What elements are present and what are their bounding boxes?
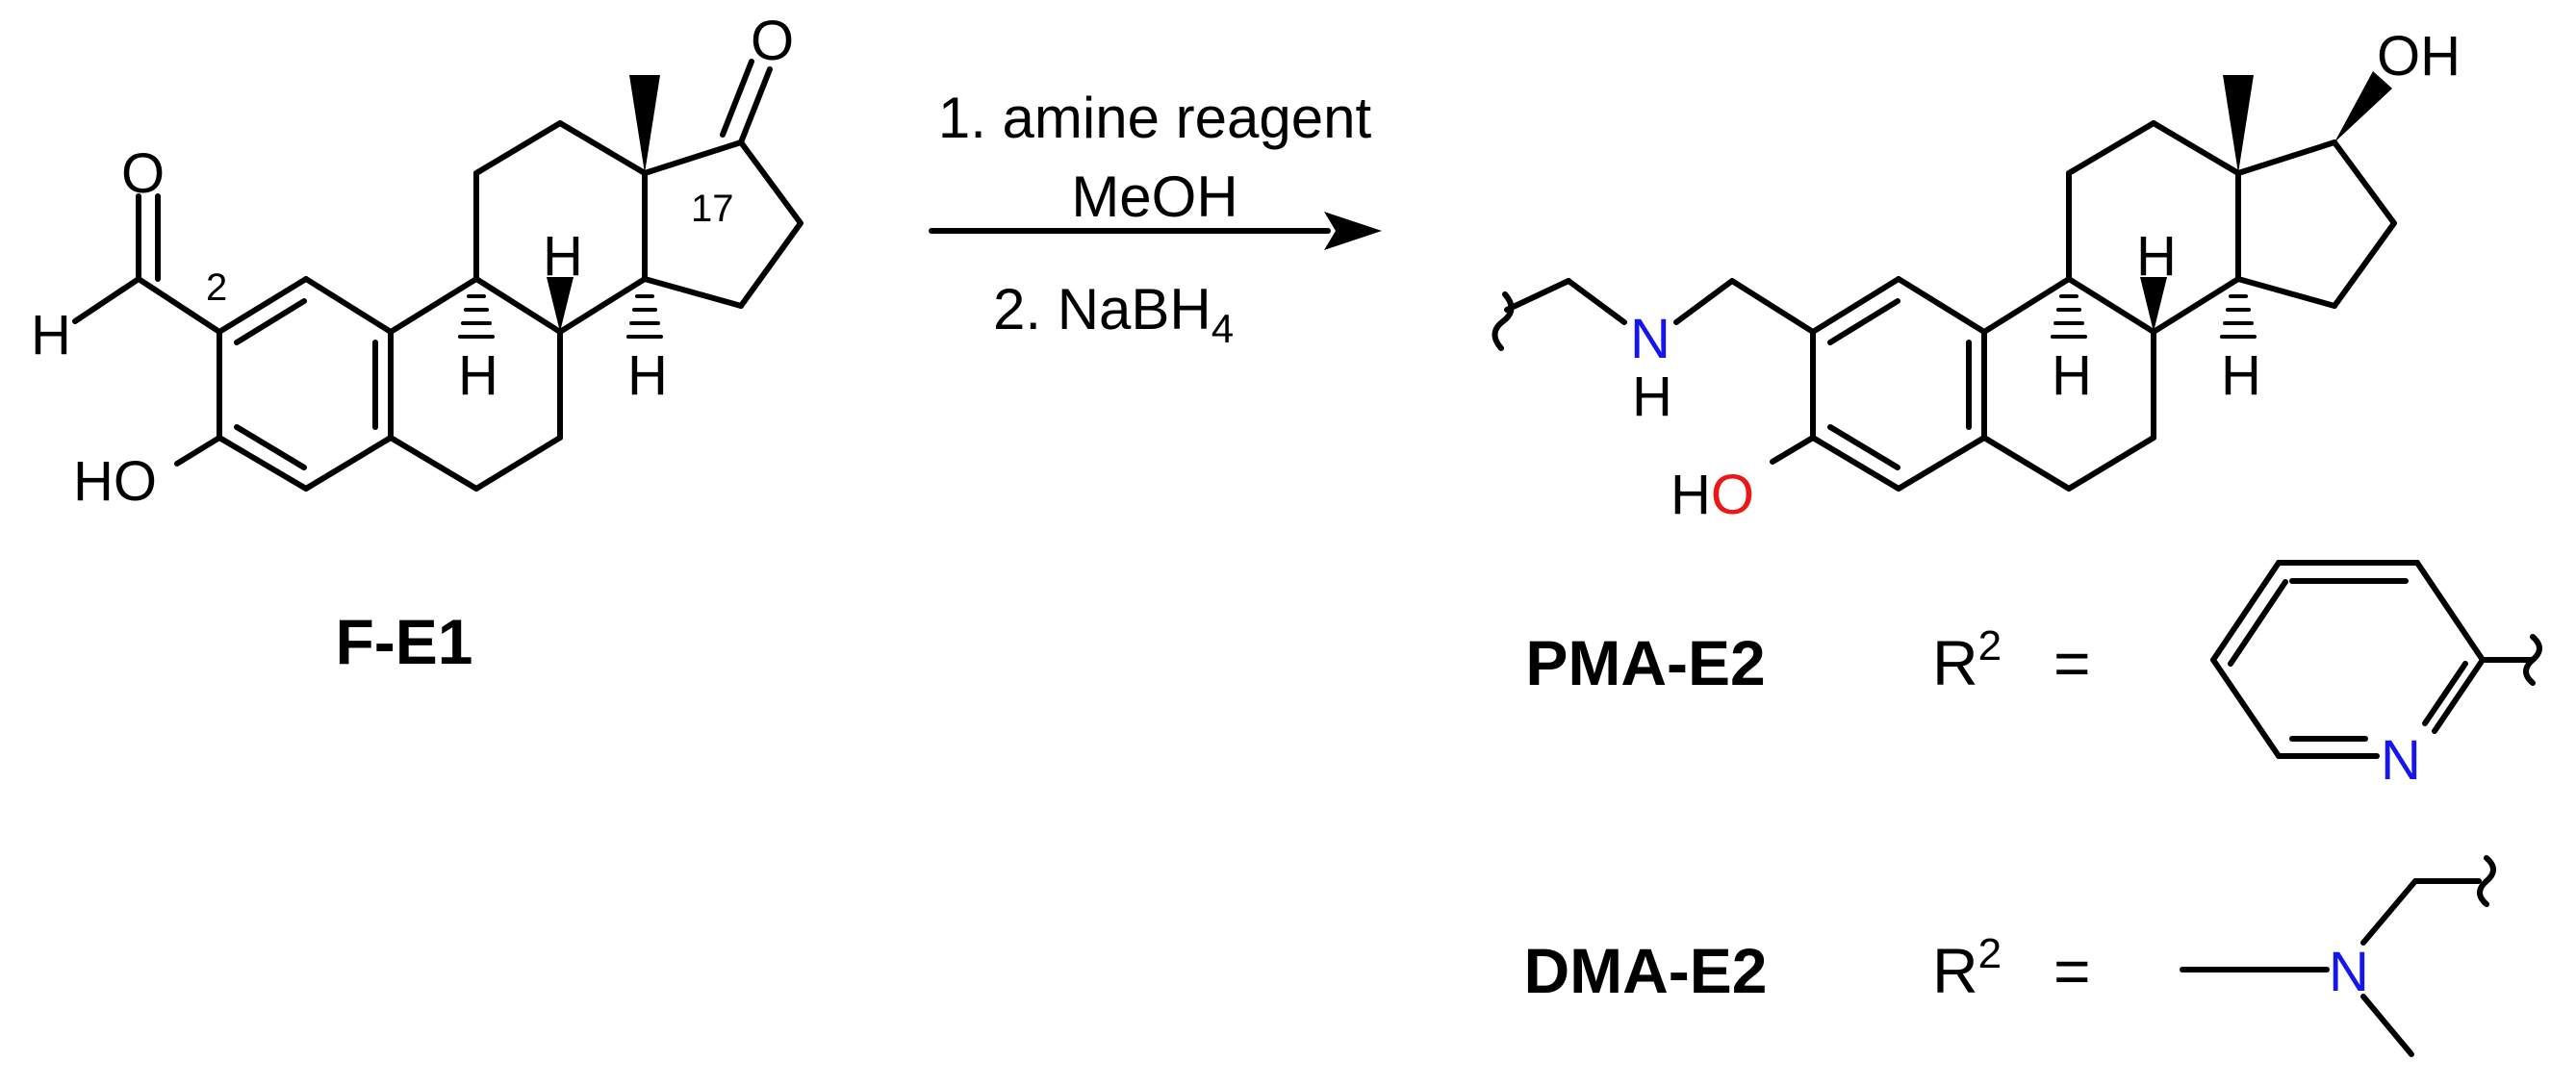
product-h8: H <box>2136 225 2177 288</box>
hash-bond-h14 <box>626 294 663 339</box>
pma-r-letter: R <box>1932 627 1978 698</box>
pma-equals: = <box>2053 627 2091 698</box>
reactant-h9: H <box>458 344 498 407</box>
locant-17: 17 <box>691 188 734 230</box>
wavy-attachment-pyridine <box>2523 634 2542 686</box>
condition-step2-prefix: 2. NaBH <box>993 277 1211 341</box>
pma-label: PMA-E2 <box>1525 627 1765 698</box>
product-hash-bond-h9 <box>2051 294 2087 339</box>
reactant-ketone-oxygen: O <box>751 10 794 72</box>
reactant-structure: O H HO O H H H 2 17 <box>31 10 803 513</box>
wavy-attachment-dma <box>2477 855 2496 907</box>
product-17-hydroxyl: OH <box>2377 25 2461 88</box>
condition-step1: 1. amine reagent <box>938 86 1372 150</box>
reactant-h8: H <box>543 225 583 288</box>
product-amine-hydrogen: H <box>1632 366 1672 428</box>
pma-r2-symbol: R2 <box>1932 622 2002 698</box>
dma-label: DMA-E2 <box>1523 935 1767 1006</box>
product-hydroxyl-o: O <box>1711 464 1754 526</box>
condition-step2-subscript: 4 <box>1211 306 1234 351</box>
product-hydroxyl: HO <box>1671 464 1754 526</box>
reactant-aldehyde-oxygen: O <box>121 142 165 205</box>
pyridine-nitrogen: N <box>2381 729 2421 792</box>
dma-r-letter: R <box>1932 935 1978 1006</box>
dma-r2-definition: R2 = N <box>1932 855 2496 1057</box>
dma-nitrogen: N <box>2329 941 2369 1003</box>
dma-r-superscript: 2 <box>1978 930 2002 977</box>
hash-bond-h9 <box>458 294 495 339</box>
reactant-aldehyde-hydrogen: H <box>31 304 71 366</box>
dma-equals: = <box>2053 935 2091 1006</box>
product-h9: H <box>2052 344 2092 407</box>
product-hydroxyl-h: H <box>1671 464 1711 526</box>
pma-r2-definition: R2 = N <box>1932 560 2542 792</box>
wavy-attachment-amine <box>1492 291 1515 351</box>
reaction-arrow <box>929 212 1382 250</box>
dma-r2-symbol: R2 <box>1932 930 2002 1006</box>
pma-r-superscript: 2 <box>1978 622 2002 669</box>
product-amine-nitrogen: N <box>1630 308 1671 370</box>
dimethylamino-group <box>2180 855 2496 1057</box>
product-hash-bond-h14 <box>2220 294 2257 339</box>
condition-solvent: MeOH <box>1071 164 1237 229</box>
locant-2: 2 <box>206 266 227 309</box>
reactant-label: F-E1 <box>335 606 472 677</box>
reactant-hydroxyl: HO <box>73 450 157 513</box>
product-structure: N H HO OH H H H <box>1492 25 2461 526</box>
condition-step2: 2. NaBH4 <box>993 277 1234 351</box>
product-h14: H <box>2221 344 2261 407</box>
reactant-h14: H <box>627 344 668 407</box>
pyridine-ring <box>2210 560 2542 759</box>
